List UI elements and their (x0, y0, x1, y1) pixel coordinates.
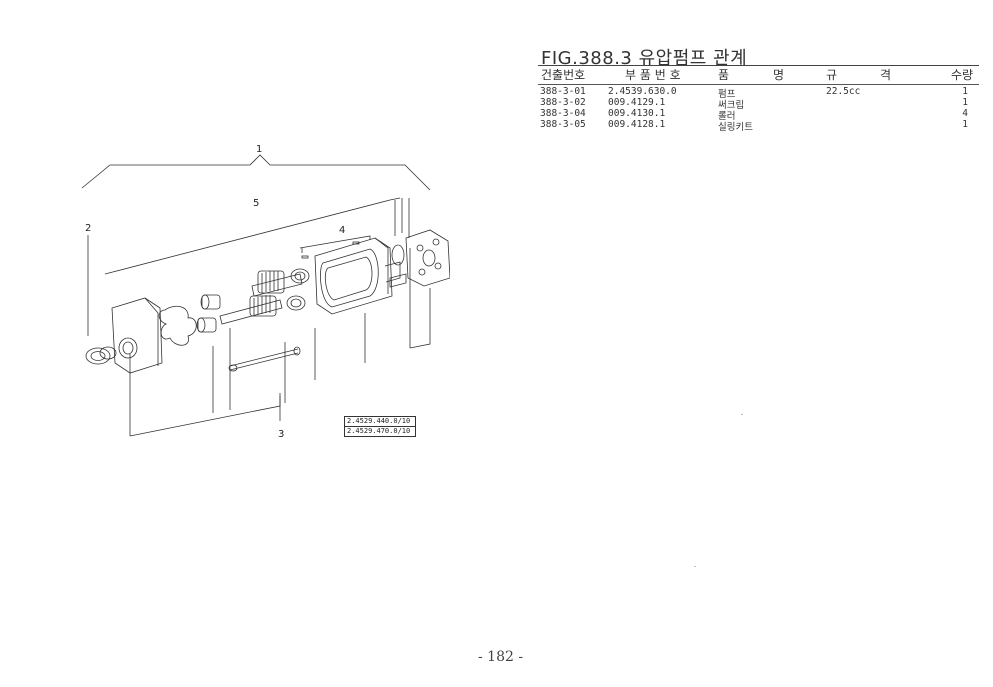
row-name: 실링키트 (718, 122, 753, 133)
assembly-bracket (81, 154, 431, 191)
row-code: 388-3-02 (540, 97, 586, 108)
row-name: 롤러 (718, 111, 736, 122)
callout-1: 1 (256, 144, 262, 155)
table-row: 388-3-01 2.4539.630.0 펌프 22.5cc 1 (540, 86, 968, 100)
row-part-no: 009.4128.1 (608, 119, 666, 130)
header-qty: 수량 (951, 68, 974, 82)
scan-speck (741, 414, 743, 415)
table-row: 388-3-02 009.4129.1 써크립 1 (540, 97, 968, 111)
header-underline (538, 84, 979, 85)
ref-number: 2.4529.440.0/10 (347, 417, 411, 425)
page-number: - 182 - (478, 649, 524, 665)
callout-5: 5 (253, 198, 259, 209)
row-name: 써크립 (718, 100, 745, 111)
row-qty: 1 (962, 86, 968, 97)
header-part-no: 부 품 번 호 (625, 68, 681, 82)
row-code: 388-3-01 (540, 86, 586, 97)
table-row: 388-3-04 009.4130.1 롤러 4 (540, 108, 968, 122)
row-part-no: 009.4130.1 (608, 108, 666, 119)
table-row: 388-3-05 009.4128.1 실링키트 1 (540, 119, 968, 133)
row-spec: 22.5cc (826, 86, 861, 97)
row-qty: 4 (962, 108, 968, 119)
header-name-a: 품 (718, 68, 730, 82)
header-code: 건출번호 (541, 68, 586, 82)
row-qty: 1 (962, 119, 968, 130)
callout-2: 2 (85, 223, 91, 234)
driven-gear (257, 270, 285, 294)
gasket (158, 305, 197, 346)
row-qty: 1 (962, 97, 968, 108)
scan-speck (694, 566, 696, 567)
drive-shaft (219, 299, 283, 325)
header-spec-b: 격 (880, 68, 892, 82)
end-plate (405, 229, 450, 287)
figure-title: FIG.388.3 유압펌프 관계 (541, 48, 748, 69)
title-underline (538, 65, 979, 66)
header-spec-a: 규 (826, 68, 838, 82)
row-code: 388-3-05 (540, 119, 586, 130)
leader-line-5 (104, 199, 391, 275)
row-name: 펌프 (718, 89, 736, 100)
exploded-pump-diagram: 1 2 3 4 5 (81, 144, 450, 440)
row-part-no: 2.4539.630.0 (608, 86, 677, 97)
callout-4: 4 (339, 225, 345, 236)
long-bolt (229, 348, 299, 367)
seal-ring (85, 347, 111, 365)
header-name-b: 명 (773, 68, 785, 82)
row-code: 388-3-04 (540, 108, 586, 119)
ref-number: 2.4529.470.0/10 (345, 426, 415, 436)
callout-3: 3 (278, 429, 284, 440)
row-part-no: 009.4129.1 (608, 97, 666, 108)
reference-number-box: 2.4529.440.0/10 2.4529.470.0/10 (344, 416, 416, 437)
bushing (201, 294, 221, 310)
